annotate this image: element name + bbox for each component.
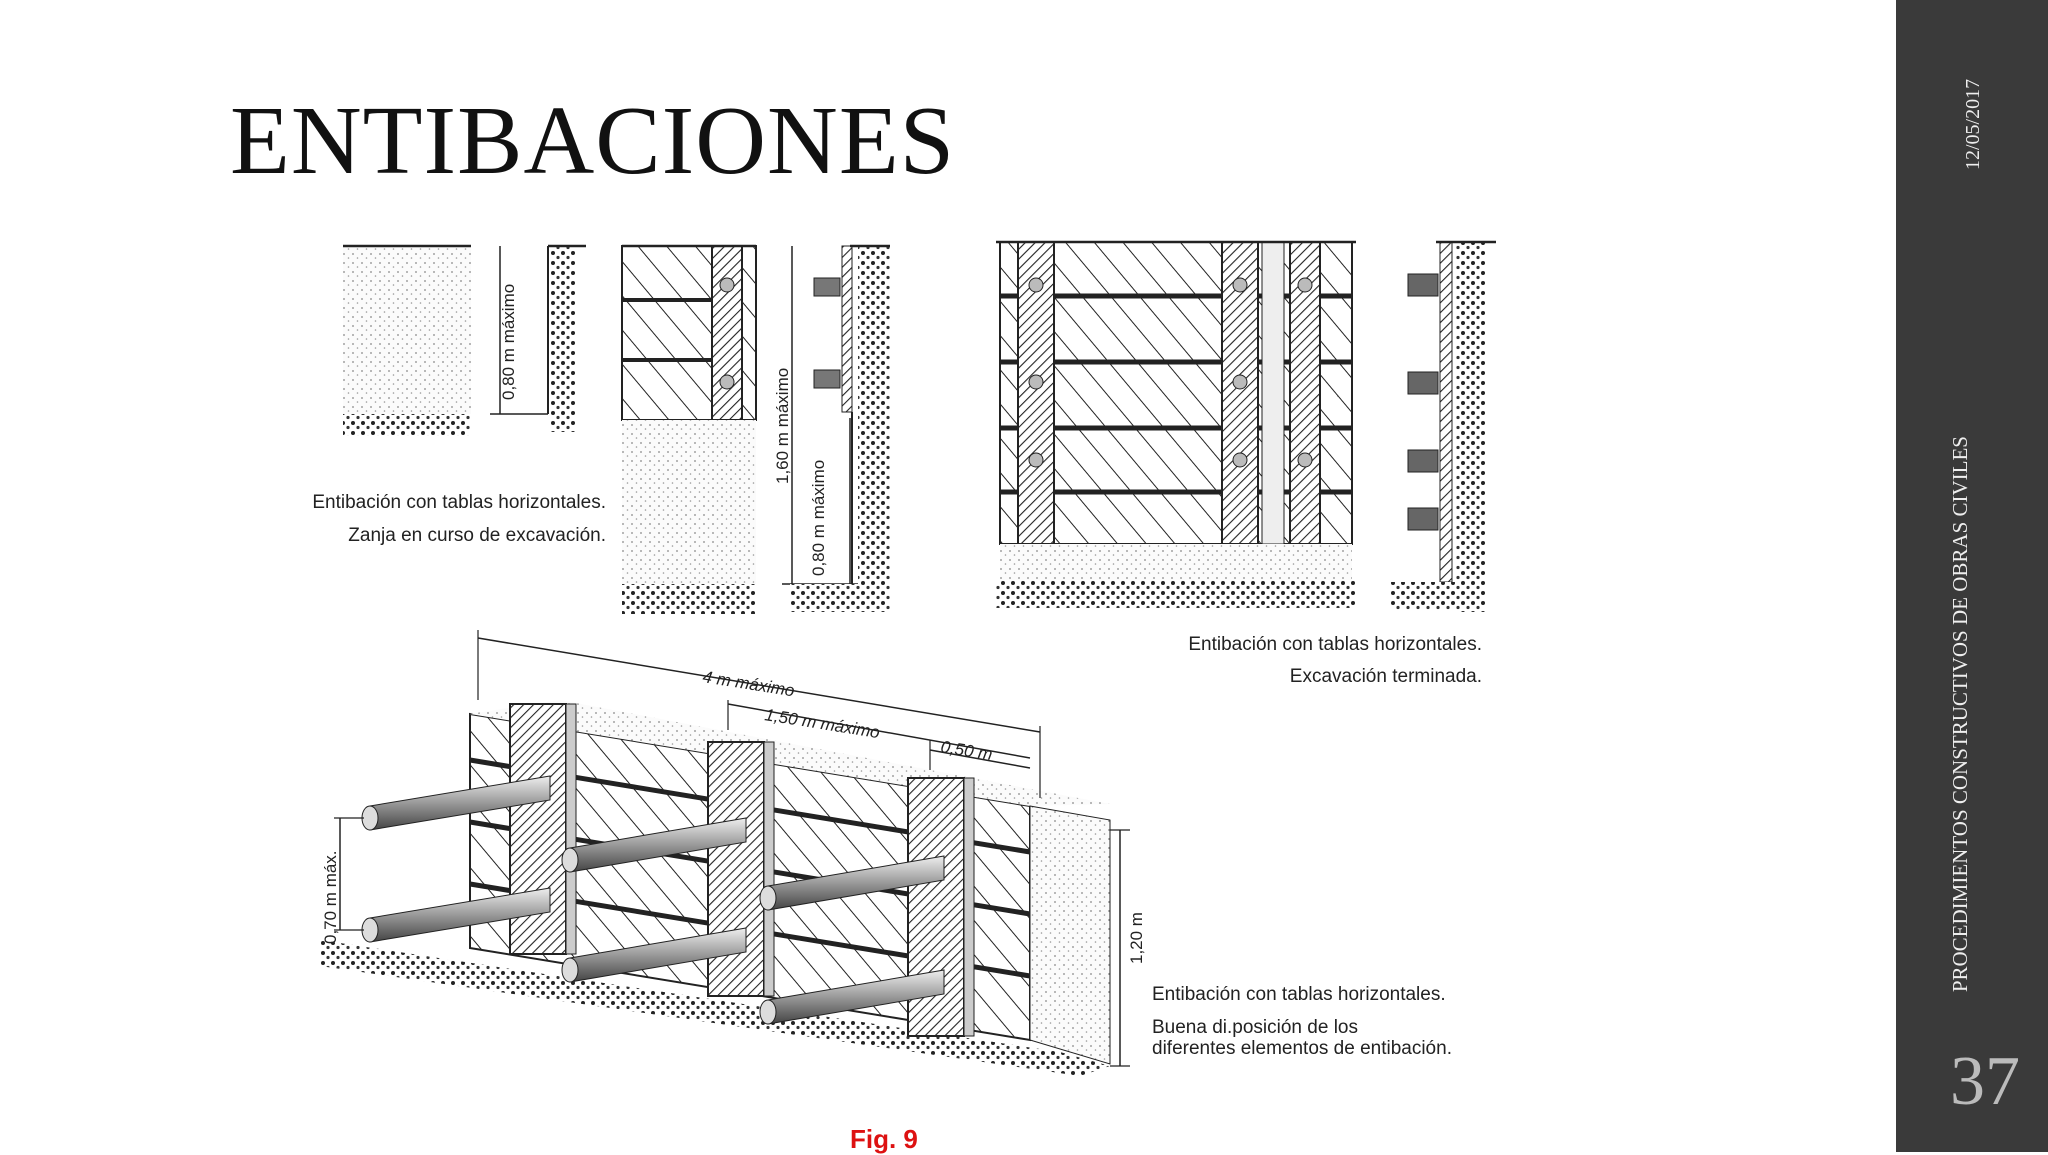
dim-050: 0,50 m	[939, 737, 993, 764]
caption-b-line-1: Entibación con tablas horizontales.	[1188, 634, 1482, 655]
caption-c-line-1: Entibación con tablas horizontales.	[1152, 984, 1446, 1005]
course-name: PROCEDIMIENTOS CONSTRUCTIVOS DE OBRAS CI…	[1948, 436, 1972, 993]
trench-section-a	[343, 244, 586, 436]
slide-title: ENTIBACIONES	[230, 87, 956, 195]
dim-080-b: 0,80 m máximo	[809, 460, 828, 576]
trench-section-b-side	[1390, 240, 1496, 612]
dim-160: 1,60 m máximo	[773, 368, 792, 484]
page-number: 37	[1950, 1043, 2020, 1120]
perspective-view	[320, 630, 1130, 1076]
figure-label: Fig. 9	[850, 1124, 918, 1154]
dim-4m: 4 m máximo	[701, 667, 795, 700]
sidebar-band	[1896, 0, 2048, 1152]
trench-section-b	[996, 240, 1356, 608]
trench-section-a-shored	[621, 244, 757, 614]
dim-120: 1,20 m	[1127, 912, 1146, 964]
trench-section-a-side	[782, 244, 890, 612]
caption-a-line-2: Zanja en curso de excavación.	[348, 525, 606, 546]
caption-c-line-2: Buena di.posición de los	[1152, 1017, 1358, 1038]
shoring-diagram: 0,80 m máximo 1,60 m máximo 0,80 m máxim…	[312, 240, 1496, 1076]
slide-date: 12/05/2017	[1962, 78, 1984, 170]
caption-b-line-2: Excavación terminada.	[1290, 666, 1482, 687]
dim-070: 0,70 m máx.	[321, 850, 340, 944]
dim-080-a: 0,80 m máximo	[499, 284, 518, 400]
dim-150: 1,50 m máximo	[763, 705, 881, 742]
caption-c-line-3: diferentes elementos de entibación.	[1152, 1038, 1452, 1059]
caption-a-line-1: Entibación con tablas horizontales.	[312, 492, 606, 513]
